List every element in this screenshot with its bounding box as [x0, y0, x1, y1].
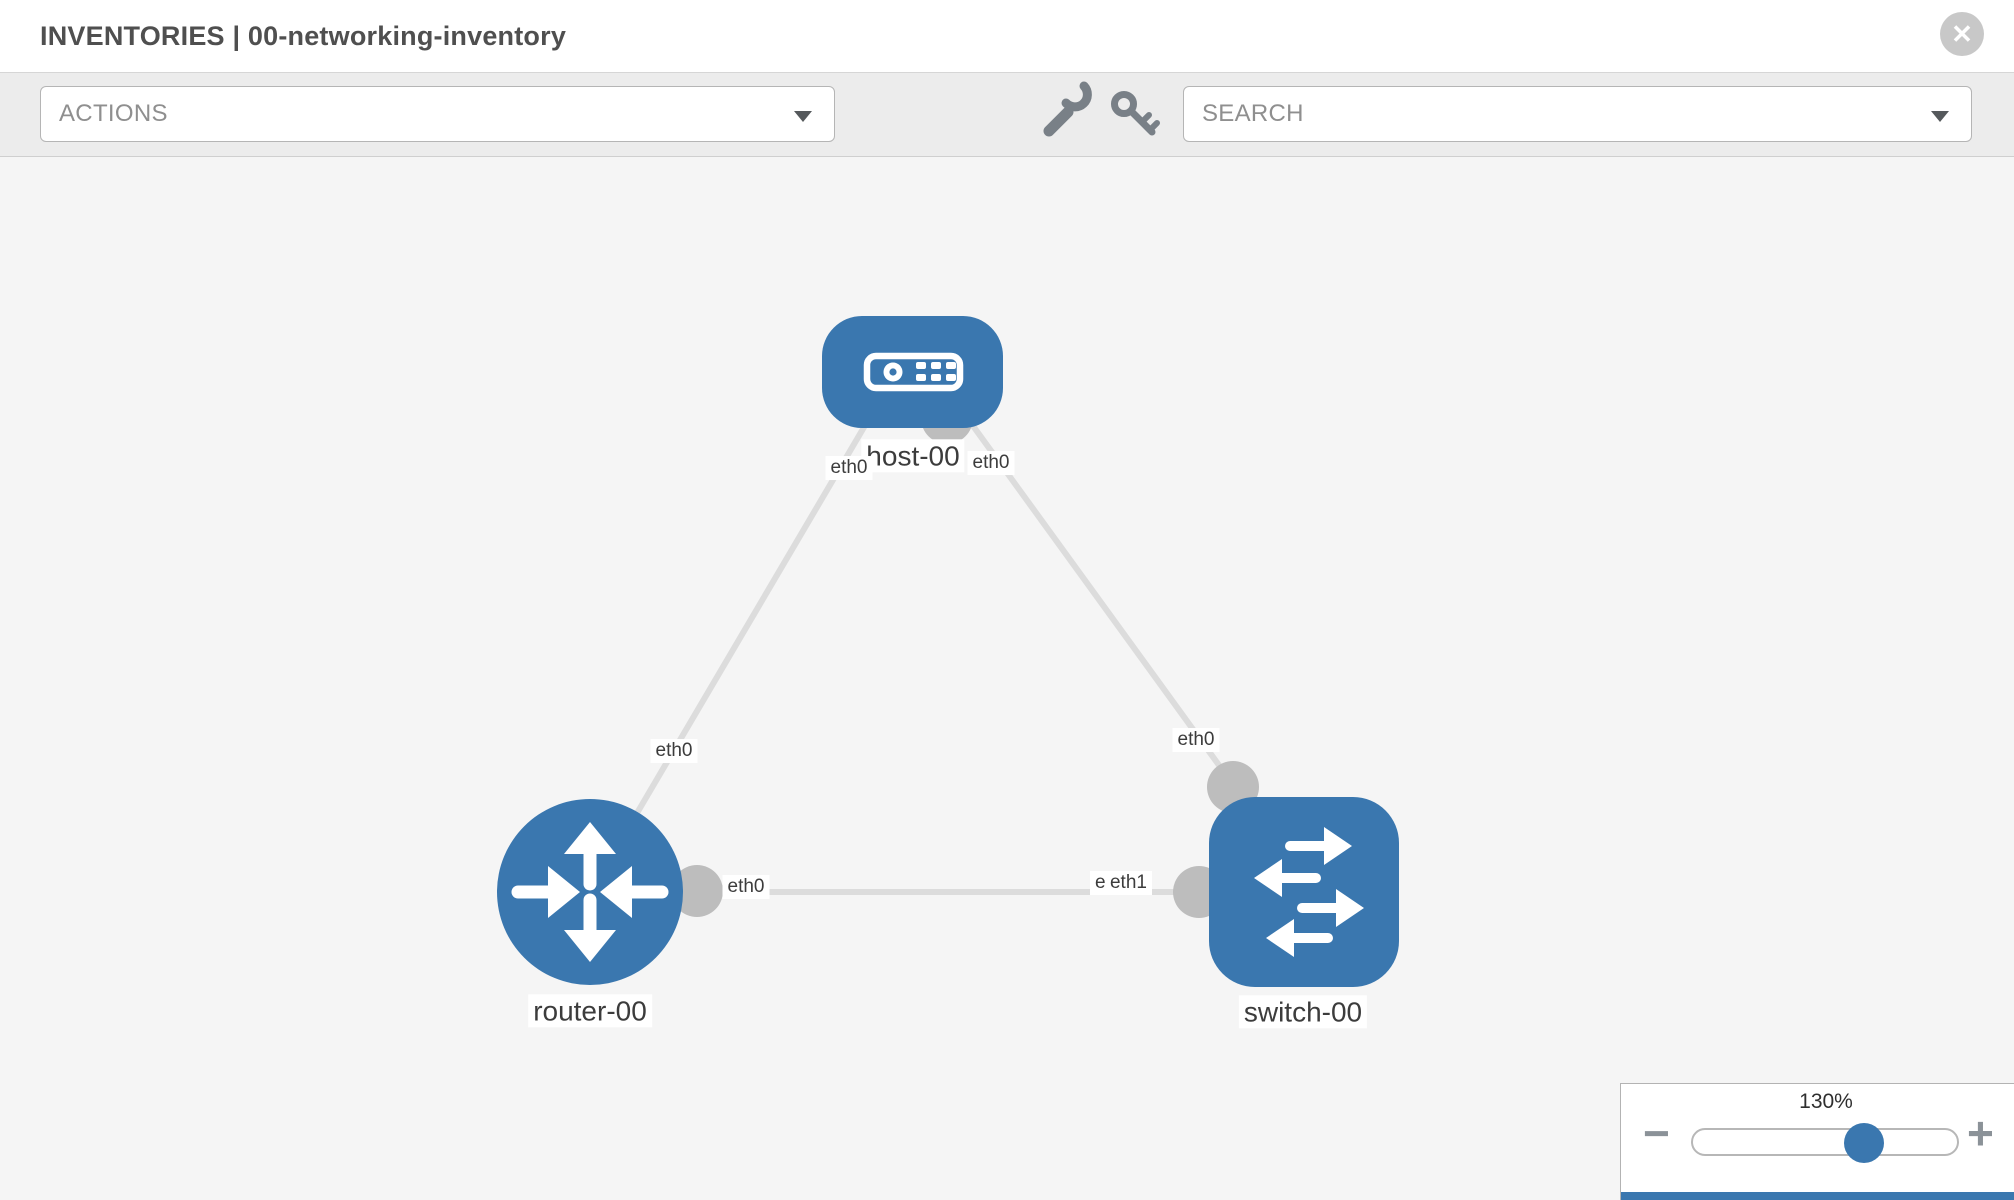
key-icon[interactable] [1111, 91, 1160, 136]
actions-dropdown[interactable]: ACTIONS [40, 86, 835, 142]
switch-label[interactable]: switch-00 [1238, 995, 1368, 1029]
switch-icon [1254, 827, 1364, 957]
host-label[interactable]: host-00 [861, 439, 965, 473]
page-title: INVENTORIES | 00-networking-inventory [40, 21, 567, 51]
port-label-router-right: eth0 [722, 875, 770, 899]
zoom-slider-track[interactable] [1691, 1128, 1959, 1156]
panel-footer-bar [1621, 1192, 2014, 1200]
node-router[interactable] [497, 799, 683, 985]
wrench-icon[interactable] [1043, 81, 1092, 137]
node-switch[interactable] [1209, 797, 1399, 987]
interface-connectors [671, 392, 1259, 918]
topology-canvas[interactable] [0, 157, 2014, 1200]
zoom-in-button[interactable]: + [1967, 1107, 1994, 1159]
port-label-host-router-mid: eth0 [650, 739, 698, 763]
router-label[interactable]: router-00 [528, 994, 652, 1028]
port-label-host-left: eth0 [825, 456, 873, 480]
chevron-down-icon [794, 111, 812, 122]
zoom-slider-knob[interactable] [1844, 1123, 1884, 1163]
node-host[interactable] [822, 316, 1003, 428]
host-icon [863, 352, 964, 392]
toolbar-icons [1030, 73, 1180, 156]
connector-router-right[interactable] [671, 865, 723, 917]
zoom-panel: 130% − + [1620, 1083, 2014, 1200]
router-icon [511, 822, 669, 962]
port-label-switch-eth1: eth1 [1104, 871, 1152, 895]
search-dropdown[interactable]: SEARCH [1183, 86, 1972, 142]
search-dropdown-label: SEARCH [1202, 100, 1304, 127]
header-bar: INVENTORIES | 00-networking-inventory ✕ [0, 0, 2014, 73]
actions-dropdown-label: ACTIONS [59, 100, 168, 127]
toolbar: ACTIONS SEARCH [0, 73, 2014, 157]
chevron-down-icon [1931, 111, 1949, 122]
port-label-host-right: eth0 [967, 451, 1015, 475]
close-icon[interactable]: ✕ [1940, 12, 1984, 56]
zoom-level-value: 130% [1799, 1090, 1853, 1113]
port-label-host-switch-mid: eth0 [1172, 728, 1220, 752]
zoom-out-button[interactable]: − [1643, 1107, 1670, 1159]
